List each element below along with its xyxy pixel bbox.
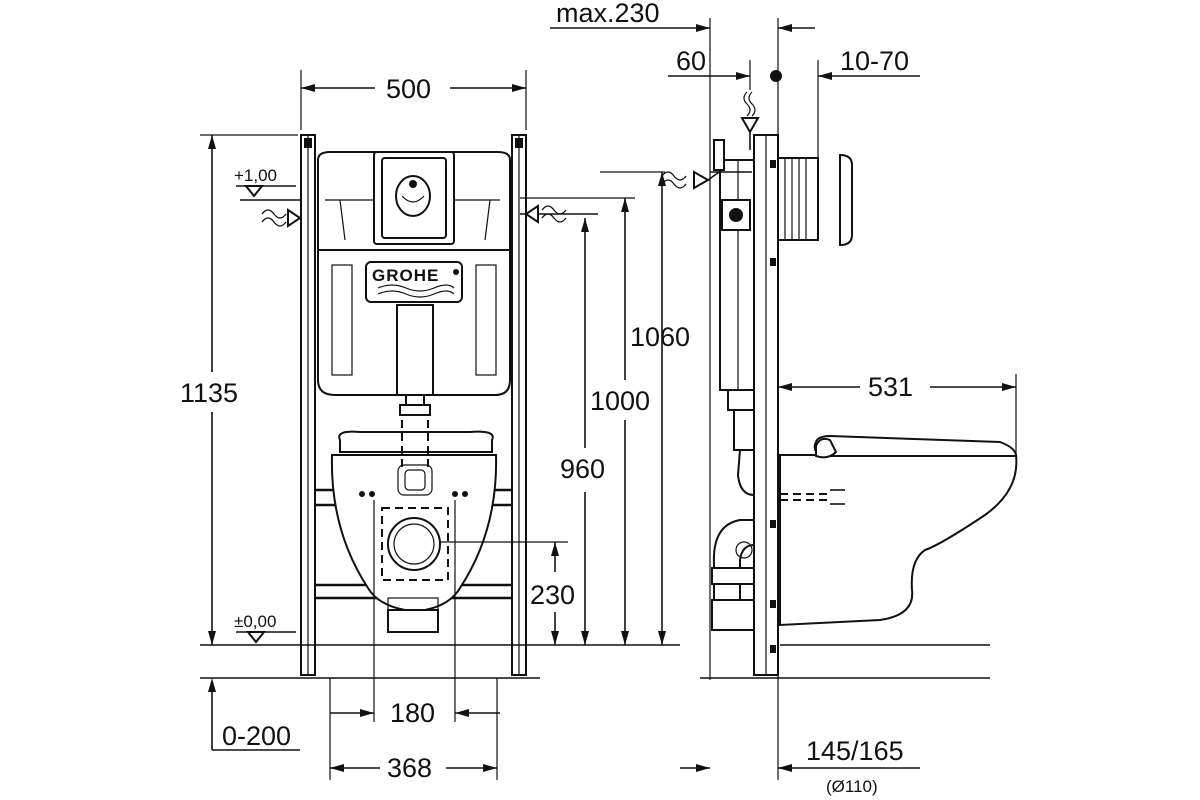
brand-logo: GROHE [372, 266, 439, 285]
frame-uprights [300, 134, 527, 676]
wc-pan [330, 420, 498, 633]
level-top-label: +1,00 [234, 166, 277, 185]
dimension-1135-label: 1135 [180, 378, 238, 408]
dimension-960-label: 960 [560, 454, 605, 484]
water-supply-arrow-icon [240, 199, 302, 228]
dimension-368-label: 368 [387, 753, 432, 783]
water-supply-arrow-icon-right [520, 204, 598, 224]
flush-button [395, 175, 431, 217]
level-floor-label: ±0,00 [234, 612, 276, 631]
dimension-531 [778, 374, 1017, 455]
dimension-0-200 [208, 678, 498, 780]
dimension-0-200-label: 0-200 [222, 721, 291, 751]
dimension-230-label: 230 [530, 580, 575, 610]
level-triangle-icon [236, 185, 296, 198]
fixing-bolts [359, 491, 468, 497]
dimension-145-165-label: 145/165 [806, 736, 904, 766]
drain-diameter-label: (Ø110) [826, 777, 878, 796]
side-wc-bowl [779, 434, 1018, 627]
side-view: max.230 60 10-70 531 [550, 0, 1018, 796]
front-view: GROHE [180, 70, 690, 783]
dimension-180 [330, 500, 500, 722]
side-cistern [719, 159, 755, 497]
level-triangle-icon-floor [236, 631, 296, 644]
dimension-500 [300, 70, 527, 130]
dimension-531-label: 531 [868, 372, 913, 402]
dimension-960 [581, 218, 589, 645]
dimension-368 [330, 764, 497, 772]
dimension-1060-label: 1060 [630, 322, 690, 352]
dimension-1000 [520, 197, 635, 645]
side-flush-plate [777, 153, 853, 247]
dimension-max230 [550, 18, 815, 680]
dimension-1135 [200, 134, 298, 645]
dimension-500-label: 500 [386, 74, 431, 104]
dimension-60-label: 60 [676, 46, 706, 76]
dimension-230 [440, 541, 568, 645]
side-frame [753, 134, 779, 676]
dimension-60 [668, 60, 751, 90]
side-drain-pipe [711, 519, 755, 631]
water-supply-arrow-icon-top [740, 91, 760, 150]
flush-plate [373, 151, 455, 245]
dimension-1000-label: 1000 [590, 386, 650, 416]
dimension-145-165 [680, 675, 920, 780]
brand-badge: GROHE [365, 261, 463, 303]
dimension-max230-label: max.230 [556, 0, 660, 28]
dimension-10-70 [770, 60, 920, 158]
dimension-10-70-label: 10-70 [840, 46, 909, 76]
dimension-180-label: 180 [390, 698, 435, 728]
